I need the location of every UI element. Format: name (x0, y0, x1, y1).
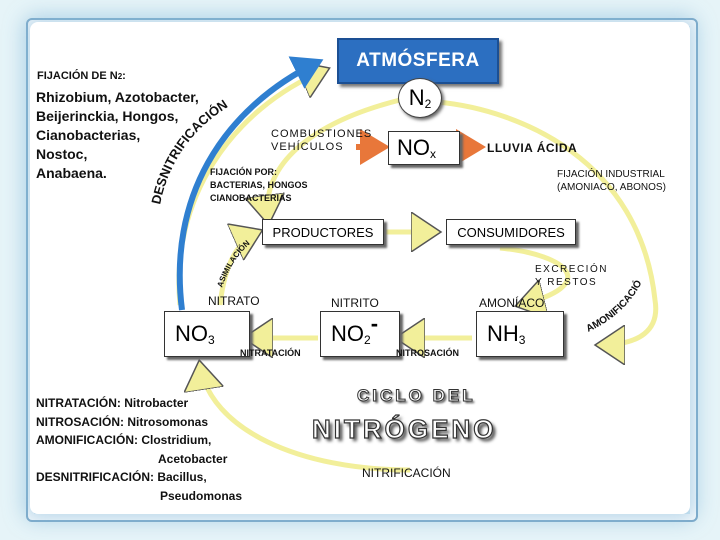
productores-label: PRODUCTORES (272, 224, 374, 240)
n2-subscript: 2 (424, 97, 432, 111)
legend-line: NITRATACIÓN: Nitrobacter (36, 396, 189, 410)
n2-symbol: N (408, 85, 425, 110)
legend-line: Pseudomonas (160, 488, 243, 503)
nitrificacion-label: NITRIFICACIÓN (362, 466, 451, 480)
nitrato-label: NITRATO (208, 294, 260, 308)
no3-subscript: 3 (208, 333, 215, 347)
arrow-consumidores-to-nh3 (499, 245, 571, 305)
lluvia-acida-label: LLUVIA ÁCIDA (487, 141, 578, 155)
diagram-canvas (30, 22, 690, 514)
fijacion-n-heading: FIJACIÓN DE N2: (37, 70, 126, 82)
arrow-n2-to-fijacion-industrial (437, 99, 659, 345)
bacteria-legend: NITRATACIÓN: Nitrobacter NITROSACIÓN: Ni… (36, 394, 242, 505)
productores-box: PRODUCTORES (262, 219, 384, 245)
fijacion-industrial-label: FIJACIÓN INDUSTRIAL (AMONIACO, ABONOS) (557, 169, 666, 193)
no2-subscript: 2 (364, 333, 371, 347)
legend-line: AMONIFICACIÓN: Clostridium, (36, 433, 212, 447)
title-line-2: NITRÓGENO (311, 413, 497, 444)
legend-line: NITROSACIÓN: Nitrosomonas (36, 414, 209, 429)
atmosfera-label: ATMÓSFERA (356, 50, 480, 71)
title-line-1: CICLO DEL (357, 386, 476, 406)
label-asimilacion: ASIMILACIÓN (215, 238, 251, 288)
no2-symbol: NO (331, 321, 364, 346)
nitrito-label: NITRITO (331, 296, 379, 310)
legend-line: Acetobacter (158, 451, 228, 466)
arrow-nitrificacion-to-no3 (200, 365, 411, 473)
nitratacion-label: NITRATACIÓN (240, 348, 301, 358)
no3-symbol: NO (175, 321, 208, 346)
fijador-item: Beijerinckia, Hongos, (36, 108, 179, 124)
consumidores-label: CONSUMIDORES (457, 224, 565, 240)
excrecion-label: EXCRECIÓN Y RESTOS (535, 264, 608, 288)
nox-subscript: x (430, 147, 436, 161)
fijador-item: Nostoc, (36, 146, 88, 162)
arrow-n2-to-productores (267, 97, 401, 220)
fijador-item: Anabaena. (36, 165, 107, 181)
fijadores-list: Rhizobium, Azotobacter, Beijerinckia, Ho… (36, 88, 199, 183)
arrow-desnitrificacion (176, 56, 324, 311)
fijador-item: Cianobacterias, (36, 127, 141, 143)
fijador-item: Rhizobium, Azotobacter, (36, 89, 199, 105)
combustiones-label: COMBUSTIONES VEHÍCULOS (271, 128, 373, 153)
legend-line: DESNITRIFICACIÓN: Bacillus, (36, 470, 207, 484)
consumidores-box: CONSUMIDORES (446, 219, 576, 245)
arrow-no3-to-productores (217, 232, 258, 306)
nox-symbol: NO (397, 135, 430, 160)
no2-charge: - (370, 311, 379, 336)
fijacion-por-label: FIJACIÓN POR: BACTERIAS, HONGOS CIANOBAC… (210, 167, 308, 203)
nh3-symbol: NH (487, 321, 519, 346)
amoniaco-label: AMONÍACO (479, 296, 545, 310)
nitrosacion-label: NITROSACIÓN (396, 348, 459, 358)
nh3-subscript: 3 (518, 333, 526, 347)
